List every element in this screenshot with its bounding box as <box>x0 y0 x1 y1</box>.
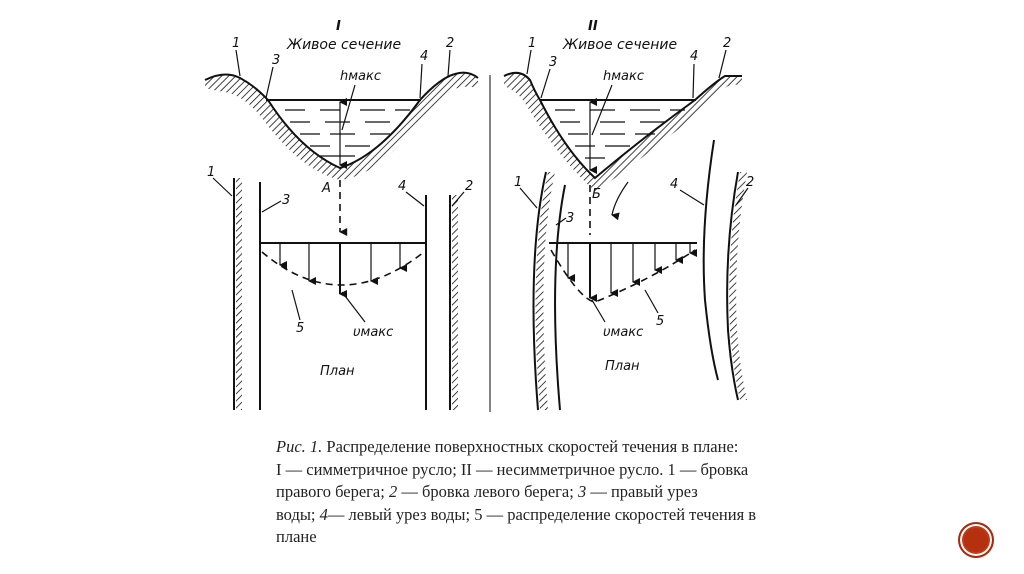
water-edge-3-2 <box>554 184 566 411</box>
label-4-plan: 4 <box>398 179 406 194</box>
label-2-top: 2 <box>446 36 454 51</box>
leader-4-top-2 <box>692 63 695 99</box>
label-2-plan: 2 <box>465 179 473 194</box>
velocity-profile <box>261 251 425 286</box>
label-1-plan: 1 <box>207 165 215 180</box>
label-5-2: 5 <box>656 314 664 329</box>
leader-2-plan <box>451 191 465 207</box>
label-5: 5 <box>296 321 304 336</box>
bank-1-hatch-2 <box>535 172 555 410</box>
bank-edge-2-2 <box>726 171 739 401</box>
hmax-leader <box>341 84 356 131</box>
hmax-leader-2 <box>591 84 613 136</box>
caption-line: воды; 4— левый урез воды; 5 — распределе… <box>276 504 836 527</box>
bank-1-hatch <box>236 178 242 410</box>
vmax-label: υмакс <box>353 325 393 340</box>
panel-asymmetric: II Живое сечение hмакс 1 2 3 4 Б 1 3 4 <box>503 19 754 411</box>
leader-1-plan-2 <box>519 187 538 209</box>
bank-edge-1-2 <box>532 171 547 411</box>
caption-number: 2 <box>388 482 398 501</box>
water-edge-4-2 <box>702 139 719 381</box>
label-2-top-2: 2 <box>723 36 731 51</box>
caption-text: — бровка левого берега; <box>397 482 578 501</box>
panel-1-roman: I <box>336 19 341 34</box>
caption-number: 3 <box>577 482 587 501</box>
vmax-label-2: υмакс <box>603 325 643 340</box>
panel-1-section-title: Живое сечение <box>286 37 401 53</box>
leader-4-top <box>419 63 423 99</box>
velocity-profile-2 <box>550 249 696 303</box>
label-4-plan-2: 4 <box>670 177 678 192</box>
caption-text: плане <box>276 527 317 546</box>
leader-3-top <box>265 66 274 99</box>
caption-number: 4 <box>319 504 328 524</box>
bank-2-hatch-2 <box>729 172 747 400</box>
point-b-label: Б <box>592 187 601 202</box>
figure-caption: Рис. 1. Распределение поверхностных скор… <box>276 436 836 549</box>
leader-4-plan <box>405 191 425 207</box>
slide-nav-button[interactable] <box>958 522 994 558</box>
hmax-label: hмакс <box>340 69 381 84</box>
label-3-plan-2: 3 <box>566 211 574 226</box>
leader-5-2 <box>644 289 659 314</box>
label-3-plan: 3 <box>282 193 290 208</box>
label-2-plan-2: 2 <box>746 175 754 190</box>
label-3-top-2: 3 <box>549 55 557 70</box>
ground-hatching <box>205 72 478 180</box>
leader-2-top <box>447 49 451 77</box>
bank-2-hatch <box>452 195 458 410</box>
caption-figure-number: Рис. 1. <box>276 437 323 456</box>
leader-vmax <box>341 291 366 323</box>
label-4-top: 4 <box>420 49 428 64</box>
channel-bed-2 <box>503 71 742 180</box>
label-3-top: 3 <box>272 53 280 68</box>
leader-1-top-2 <box>526 49 532 75</box>
river-flow-diagram: I Живое сечение hмакс 1 2 3 4 А 1 3 4 <box>204 19 754 412</box>
caption-line: I — симметричное русло; II — несимметрич… <box>276 459 836 482</box>
label-1-top: 1 <box>232 36 240 51</box>
panel-2-roman: II <box>588 19 598 34</box>
caption-text: правого берега; <box>276 482 389 501</box>
point-a-label: А <box>321 181 331 196</box>
velocity-arrows <box>279 243 407 298</box>
flow-arrow <box>611 181 629 221</box>
caption-line: правого берега; 2 — бровка левого берега… <box>276 481 836 504</box>
label-1-plan-2: 1 <box>514 175 522 190</box>
caption-text: — левый урез воды; 5 — распределение ско… <box>327 504 757 524</box>
leader-vmax-2 <box>591 299 606 323</box>
caption-text: Распределение поверхностных скоростей те… <box>322 437 739 456</box>
label-1-top-2: 1 <box>528 36 536 51</box>
caption-text: I — симметричное русло; II — несимметрич… <box>276 459 749 479</box>
leader-3-top-2 <box>540 68 551 99</box>
plan-label-2: План <box>605 359 640 374</box>
leader-2-plan-2 <box>735 187 749 206</box>
panel-symmetric: I Живое сечение hмакс 1 2 3 4 А 1 3 4 <box>204 19 479 410</box>
leader-1-top <box>235 49 241 77</box>
caption-line: плане <box>276 526 836 549</box>
panel-2-section-title: Живое сечение <box>562 37 677 53</box>
leader-2-top-2 <box>718 49 727 79</box>
leader-5 <box>291 289 301 321</box>
label-4-top-2: 4 <box>690 49 698 64</box>
ground-hatching-2 <box>504 72 742 192</box>
caption-text: воды; <box>276 504 320 524</box>
hmax-label-2: hмакс <box>603 69 644 84</box>
leader-3-plan-2 <box>555 217 567 226</box>
velocity-arrows-2 <box>567 243 697 302</box>
leader-4-plan-2 <box>679 189 705 206</box>
leader-1-plan <box>212 177 233 197</box>
leader-3-plan <box>261 200 282 213</box>
plan-label: План <box>320 364 355 379</box>
caption-text: — правый урез <box>586 482 698 501</box>
caption-line: Рис. 1. Распределение поверхностных скор… <box>276 436 836 459</box>
